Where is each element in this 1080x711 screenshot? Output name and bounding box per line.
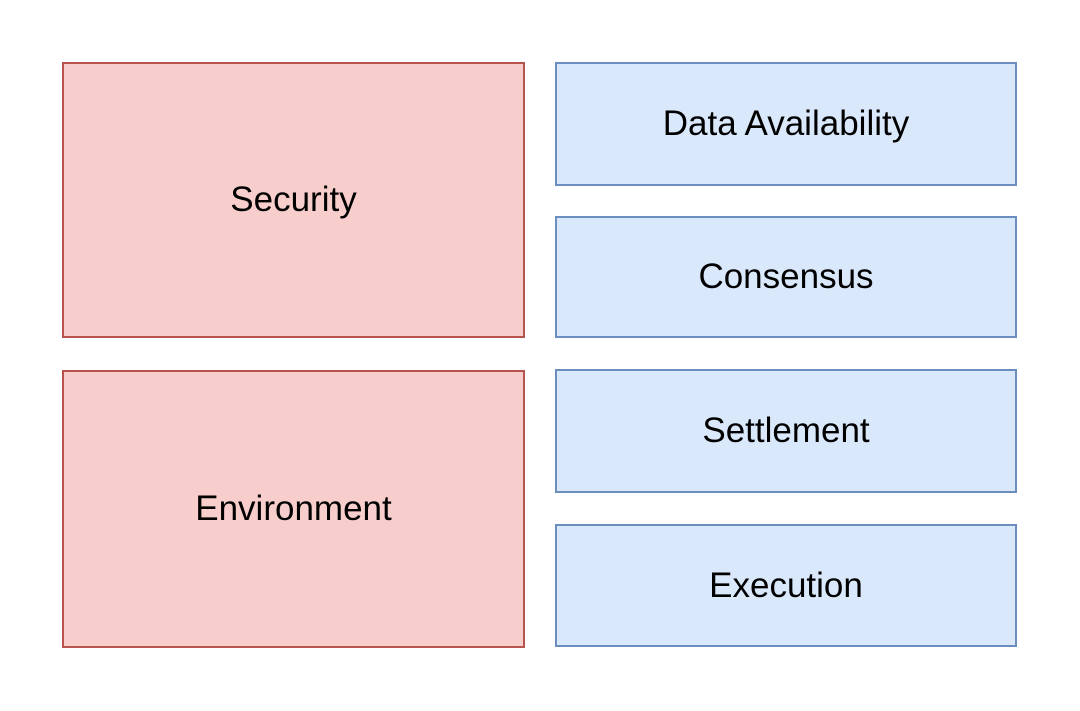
consensus-box: Consensus: [555, 216, 1017, 338]
consensus-label: Consensus: [698, 257, 874, 296]
security-label: Security: [230, 180, 357, 219]
execution-box: Execution: [555, 524, 1017, 647]
settlement-label: Settlement: [702, 411, 870, 450]
settlement-box: Settlement: [555, 369, 1017, 493]
data-availability-label: Data Availability: [662, 104, 910, 143]
environment-label: Environment: [195, 489, 392, 528]
security-box: Security: [62, 62, 525, 338]
execution-label: Execution: [709, 565, 863, 605]
environment-box: Environment: [62, 370, 525, 648]
data-availability-box: Data Availability: [555, 62, 1017, 186]
